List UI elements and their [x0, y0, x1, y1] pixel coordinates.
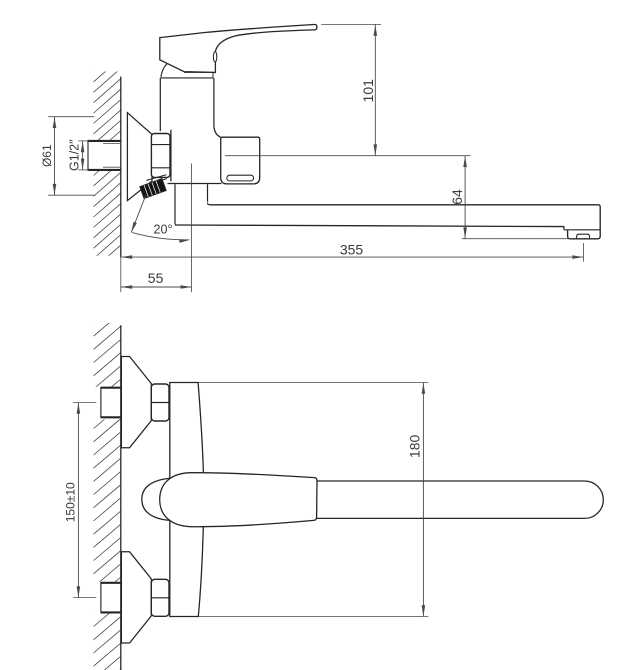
- svg-text:20°: 20°: [154, 223, 173, 237]
- svg-text:Ø61: Ø61: [40, 144, 54, 167]
- svg-text:64: 64: [449, 189, 465, 205]
- svg-text:355: 355: [340, 242, 364, 258]
- svg-text:101: 101: [360, 79, 376, 103]
- svg-text:180: 180: [407, 435, 423, 459]
- svg-text:55: 55: [148, 270, 164, 286]
- svg-text:G1/2″: G1/2″: [68, 139, 82, 171]
- svg-text:150±10: 150±10: [63, 482, 77, 522]
